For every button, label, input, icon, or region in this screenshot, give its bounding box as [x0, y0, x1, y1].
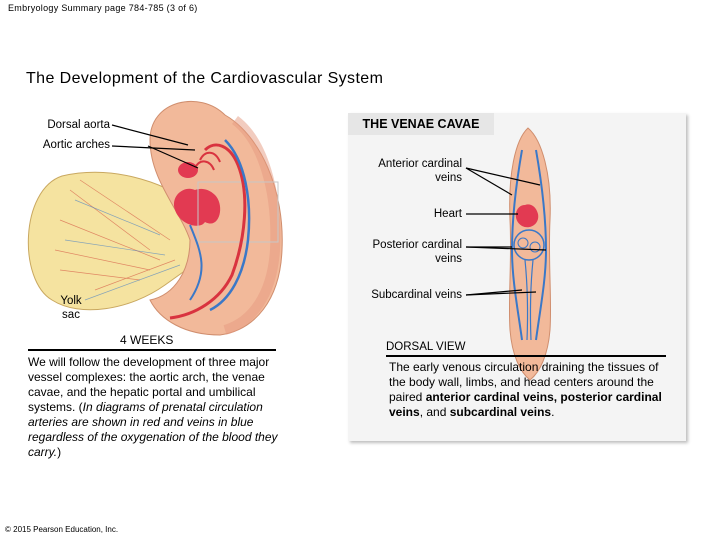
right-paragraph-bold-2: subcardinal veins [449, 405, 552, 419]
left-paragraph-italic-2: the oxygenation of the blood they carry. [28, 430, 278, 459]
page-title: The Development of the Cardiovascular Sy… [26, 70, 384, 87]
label-subcardinal-veins: Subcardinal veins [371, 289, 462, 301]
panel-title: THE VENAE CAVAE [348, 113, 494, 135]
right-paragraph-bold-1: anterior cardinal veins, posterior cardi… [389, 390, 662, 419]
yolk-sac-drawing [27, 171, 201, 311]
copyright-footer: © 2015 Pearson Education, Inc. [5, 525, 119, 534]
page-header: Embryology Summary page 784-785 (3 of 6) [8, 3, 198, 13]
right-paragraph-text-3: . [551, 405, 555, 419]
label-aortic-arches: Aortic arches [42, 139, 110, 151]
right-paragraph-text-2: , and [419, 405, 450, 419]
left-paragraph-text-2: ) [57, 445, 62, 459]
right-divider [386, 355, 666, 357]
label-heart: Heart [433, 208, 462, 220]
label-anterior-cardinal-veins: Anterior cardinal veins [378, 158, 462, 184]
label-dorsal-aorta: Dorsal aorta [47, 119, 110, 131]
left-paragraph-italic-1: In diagrams of prenatal circulation arte… [28, 400, 263, 444]
label-dorsal-view: DORSAL VIEW [386, 341, 466, 353]
left-paragraph-text-1: We will follow the development of three … [28, 355, 270, 414]
left-paragraph: We will follow the development of three … [28, 355, 280, 460]
left-divider [28, 349, 276, 351]
label-posterior-cardinal-veins: Posterior cardinal veins [372, 239, 462, 265]
embryo-body-drawing [149, 100, 283, 336]
label-yolk-sac: Yolk sac [60, 295, 82, 321]
label-4-weeks: 4 WEEKS [120, 333, 174, 347]
right-paragraph-text-1: The early venous circulation draining th… [389, 360, 659, 404]
right-paragraph: The early venous circulation draining th… [389, 360, 669, 420]
